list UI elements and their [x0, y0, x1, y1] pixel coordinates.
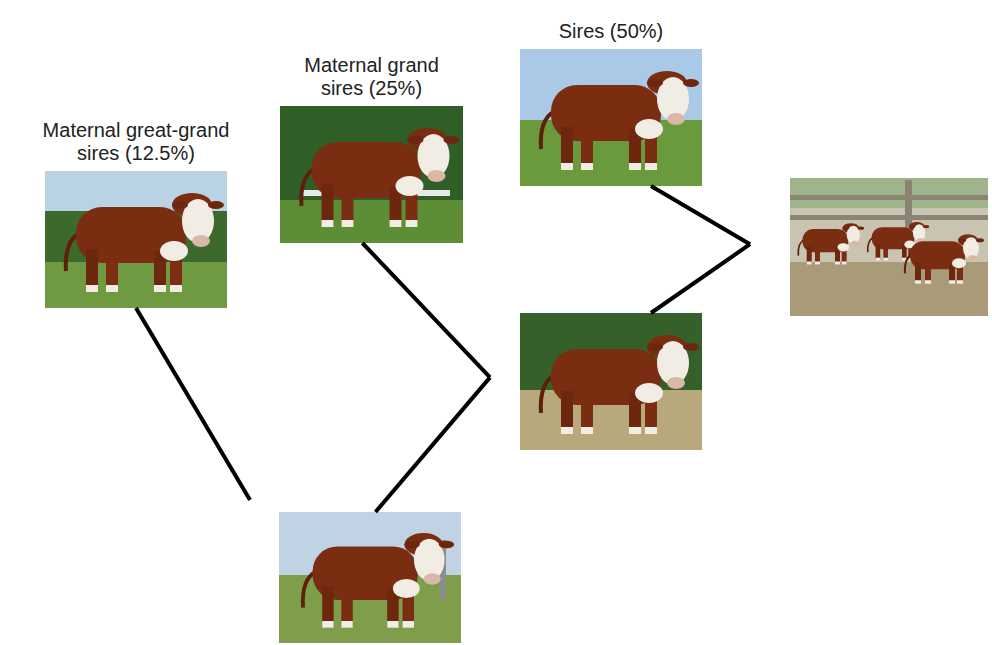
grand-dam-box [279, 512, 461, 643]
sire-photo [520, 49, 702, 186]
great-grand-sire-photo [45, 171, 227, 308]
grand-sire-box: Maternal grand sires (25%) [280, 106, 463, 243]
dam-box [520, 313, 702, 450]
lineage-line [136, 308, 250, 500]
lineage-line [362, 243, 490, 377]
generation-label: Sires (50%) [511, 20, 711, 43]
great-grand-sire-box: Maternal great-grand sires (12.5%) [45, 171, 227, 308]
sire-box: Sires (50%) [520, 49, 702, 186]
dam-photo [520, 313, 702, 450]
grand-sire-photo [280, 106, 463, 243]
grand-dam-photo [279, 512, 461, 643]
generation-label: Maternal grand sires (25%) [284, 54, 460, 100]
lineage-line [651, 244, 750, 313]
lineage-line [376, 377, 491, 512]
generation-label: Maternal great-grand sires (12.5%) [25, 119, 247, 165]
lineage-line [651, 186, 750, 244]
calves-photo [790, 178, 988, 316]
calves-box [790, 178, 988, 316]
